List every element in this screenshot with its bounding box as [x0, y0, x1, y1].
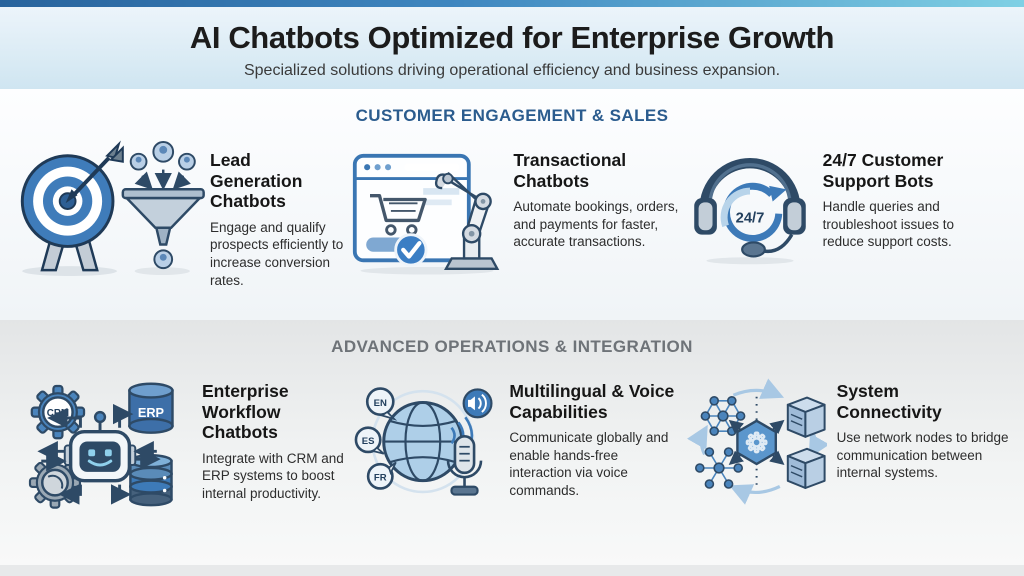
- bottom-strip: [0, 565, 1024, 576]
- item-title: Enterprise Workflow Chatbots: [202, 381, 289, 443]
- list-item: Lead Generation Chatbots Engage and qual…: [12, 140, 345, 289]
- robot-crm-erp-icon: CRM ERP: [12, 371, 190, 513]
- headset-24-7-icon: 24/7: [689, 140, 811, 270]
- item-description: Integrate with CRM and ERP systems to bo…: [202, 450, 344, 502]
- item-title: System Connectivity: [836, 381, 942, 422]
- section1-row: Lead Generation Chatbots Engage and qual…: [0, 126, 1024, 289]
- section-customer-engagement: CUSTOMER ENGAGEMENT & SALES: [0, 89, 1024, 320]
- lang-fr-label: FR: [374, 473, 387, 484]
- list-item: EN ES FR: [345, 371, 678, 513]
- top-accent-bar: [0, 0, 1024, 7]
- item-title: 24/7 Customer Support Bots: [822, 150, 944, 191]
- target-funnel-icon: [12, 140, 210, 278]
- 24-7-badge-label: 24/7: [735, 210, 764, 226]
- page-subtitle: Specialized solutions driving operationa…: [243, 62, 781, 79]
- lang-en-label: EN: [374, 398, 387, 409]
- section-advanced-operations: ADVANCED OPERATIONS & INTEGRATION CRM ER…: [0, 320, 1024, 565]
- section-heading: ADVANCED OPERATIONS & INTEGRATION: [331, 337, 693, 356]
- section2-row: CRM ERP: [0, 357, 1024, 513]
- list-item: 24/7 24/7 Customer Support Bots Handle q…: [679, 140, 1012, 289]
- item-title: Lead Generation Chatbots: [210, 150, 303, 212]
- browser-cart-robot-arm-icon: [351, 140, 503, 278]
- globe-languages-voice-icon: EN ES FR: [349, 371, 501, 513]
- page-title: AI Chatbots Optimized for Enterprise Gro…: [189, 20, 835, 55]
- item-description: Communicate globally and enable hands-fr…: [509, 430, 669, 498]
- erp-label: ERP: [138, 405, 165, 420]
- lang-es-label: ES: [362, 436, 375, 447]
- network-nodes-servers-icon: [686, 371, 827, 513]
- item-description: Engage and qualify prospects efficiently…: [210, 219, 344, 288]
- item-title: Multilingual & Voice Capabilities: [509, 381, 675, 422]
- list-item: Transactional Chatbots Automate bookings…: [345, 140, 678, 289]
- page-header: AI Chatbots Optimized for Enterprise Gro…: [0, 7, 1024, 89]
- list-item: System Connectivity Use network nodes to…: [679, 371, 1012, 513]
- list-item: CRM ERP: [12, 371, 345, 513]
- item-description: Handle queries and troubleshoot issues t…: [822, 199, 954, 250]
- item-description: Use network nodes to bridge communicatio…: [836, 430, 1009, 481]
- item-title: Transactional Chatbots: [513, 150, 627, 191]
- item-description: Automate bookings, orders, and payments …: [513, 199, 679, 250]
- section-heading: CUSTOMER ENGAGEMENT & SALES: [355, 106, 669, 125]
